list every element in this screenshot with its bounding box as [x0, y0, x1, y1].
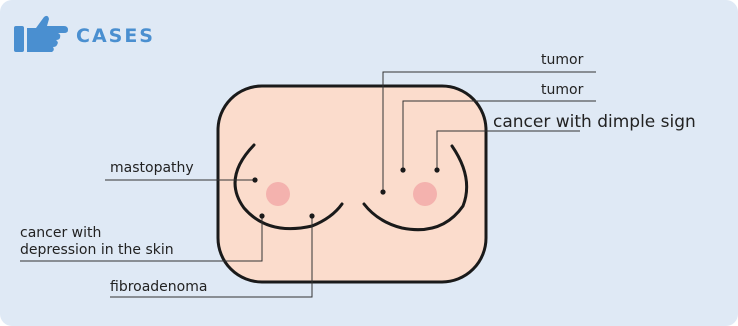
label-tumor-mid: tumor — [541, 82, 583, 99]
label-dimple: cancer with dimple sign — [493, 112, 696, 132]
label-mastopathy: mastopathy — [110, 160, 194, 177]
right-nipple — [413, 182, 437, 206]
dot-mastopathy — [252, 177, 257, 182]
label-fibroadenoma: fibroadenoma — [110, 279, 207, 296]
dot-tumor-top — [380, 189, 385, 194]
dot-dimple — [434, 167, 439, 172]
label-tumor-top: tumor — [541, 52, 583, 69]
torso-shape — [218, 86, 486, 282]
label-depression-line2: depression in the skin — [20, 242, 174, 259]
dot-tumor-mid — [400, 167, 405, 172]
dot-fibroadenoma — [309, 213, 314, 218]
left-nipple — [266, 182, 290, 206]
dot-depression — [259, 213, 264, 218]
label-depression-line1: cancer with — [20, 225, 101, 242]
